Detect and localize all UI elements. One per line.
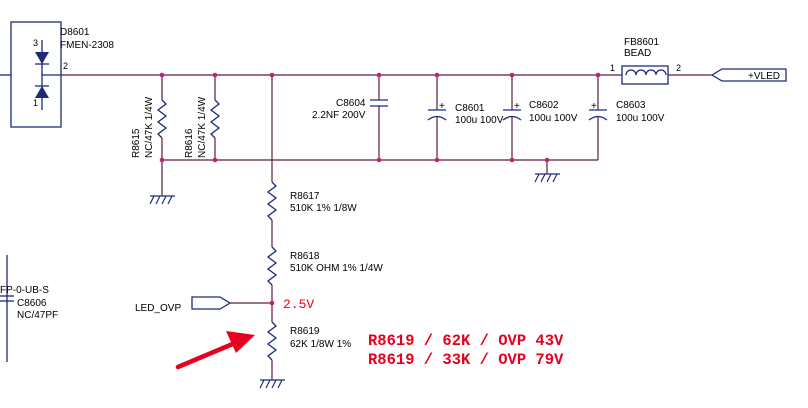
led-ovp-label: LED_OVP xyxy=(135,303,181,314)
diode-pin-right: 2 xyxy=(63,61,68,71)
annotation-arrow xyxy=(175,331,255,370)
diode-pin-top: 3 xyxy=(33,38,38,48)
partial-label: FP-0-UB-S xyxy=(0,285,49,296)
resistor-r8619 xyxy=(266,321,278,361)
c8604-ref: C8604 xyxy=(336,98,366,109)
bead-pin-left: 1 xyxy=(610,63,615,73)
capacitor-c8604 xyxy=(370,75,388,160)
diode-pin-bottom: 1 xyxy=(33,98,38,108)
c8602-polarity: + xyxy=(514,101,520,112)
r8615-ref: R8615 xyxy=(131,128,142,158)
c8603-ref: C8603 xyxy=(616,100,646,111)
c8602-ref: C8602 xyxy=(529,100,559,111)
resistor-r8615 xyxy=(156,75,168,196)
ground-icon xyxy=(259,379,285,389)
bead-fb8601 xyxy=(621,65,669,85)
r8617-ref: R8617 xyxy=(290,191,320,202)
resistor-r8616 xyxy=(209,75,221,160)
c8603-polarity: + xyxy=(591,101,597,112)
r8619-value: 62K 1/8W 1% xyxy=(290,339,351,350)
r8615-value: NC/47K 1/4W xyxy=(144,96,155,158)
capacitor-c8601 xyxy=(427,75,447,160)
bead-type: BEAD xyxy=(624,48,651,59)
ovp-note-line2: R8619 / 33K / OVP 79V xyxy=(368,351,564,369)
diode-part: FMEN-2308 xyxy=(60,40,114,51)
r8616-value: NC/47K 1/4W xyxy=(197,96,208,158)
c8603-value: 100u 100V xyxy=(616,113,665,124)
vled-port xyxy=(710,68,787,82)
r8618-value: 510K OHM 1% 1/4W xyxy=(290,263,383,274)
r8618-ref: R8618 xyxy=(290,251,320,262)
c8601-polarity: + xyxy=(439,101,445,112)
r8617-value: 510K 1% 1/8W xyxy=(290,203,357,214)
diode-d8601 xyxy=(0,21,62,128)
bead-pin-right: 2 xyxy=(676,63,681,73)
ovp-note-line1: R8619 / 62K / OVP 43V xyxy=(368,332,564,350)
r8616-ref: R8616 xyxy=(184,128,195,158)
ground-icon xyxy=(534,173,560,183)
r8619-ref: R8619 xyxy=(290,326,320,337)
diode-triangle-top xyxy=(35,52,49,64)
c8606-value: NC/47PF xyxy=(17,310,58,321)
junctions xyxy=(159,72,601,306)
capacitor-c8603 xyxy=(588,75,608,160)
vled-label: +VLED xyxy=(748,71,780,82)
c8602-value: 100u 100V xyxy=(529,113,578,124)
ground-icon xyxy=(149,195,175,205)
c8606-ref: C8606 xyxy=(17,298,47,309)
led-ovp-port xyxy=(191,296,272,310)
c8601-ref: C8601 xyxy=(455,103,485,114)
resistor-r8617 xyxy=(266,181,278,221)
resistor-r8618 xyxy=(266,246,278,286)
bead-ref: FB8601 xyxy=(624,37,659,48)
c8601-value: 100u 100V xyxy=(455,115,504,126)
diode-ref: D8601 xyxy=(60,27,90,38)
diode-triangle-bottom xyxy=(35,86,49,98)
c8604-value: 2.2NF 200V xyxy=(312,110,366,121)
capacitor-c8602 xyxy=(502,75,522,160)
ovp-voltage-label: 2.5V xyxy=(283,297,314,312)
